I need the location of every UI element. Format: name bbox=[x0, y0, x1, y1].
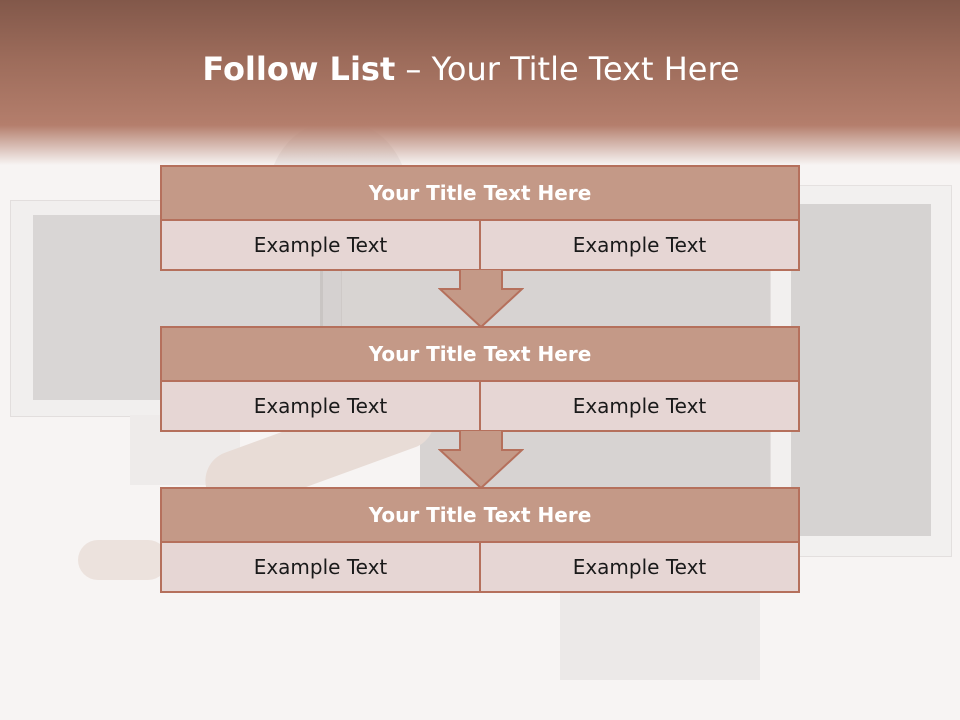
down-arrow-icon bbox=[438, 269, 524, 329]
desk bbox=[560, 590, 760, 680]
block-title: Your Title Text Here bbox=[160, 487, 800, 543]
block-title: Your Title Text Here bbox=[160, 326, 800, 382]
slide-title-rest: – Your Title Text Here bbox=[395, 50, 740, 88]
slide-title-bold: Follow List bbox=[202, 50, 396, 88]
person-foot bbox=[78, 540, 168, 580]
block-cell-left: Example Text bbox=[160, 221, 481, 271]
list-block-2: Your Title Text Here Example Text Exampl… bbox=[160, 326, 800, 432]
list-block-3: Your Title Text Here Example Text Exampl… bbox=[160, 487, 800, 593]
down-arrow-icon bbox=[438, 430, 524, 490]
block-cell-right: Example Text bbox=[481, 382, 800, 432]
block-row: Example Text Example Text bbox=[160, 382, 800, 432]
block-row: Example Text Example Text bbox=[160, 221, 800, 271]
block-row: Example Text Example Text bbox=[160, 543, 800, 593]
block-title: Your Title Text Here bbox=[160, 165, 800, 221]
block-cell-left: Example Text bbox=[160, 543, 481, 593]
slide-title: Follow List – Your Title Text Here bbox=[0, 50, 942, 88]
block-cell-right: Example Text bbox=[481, 543, 800, 593]
block-cell-left: Example Text bbox=[160, 382, 481, 432]
list-block-1: Your Title Text Here Example Text Exampl… bbox=[160, 165, 800, 271]
header-band bbox=[0, 0, 960, 190]
block-cell-right: Example Text bbox=[481, 221, 800, 271]
